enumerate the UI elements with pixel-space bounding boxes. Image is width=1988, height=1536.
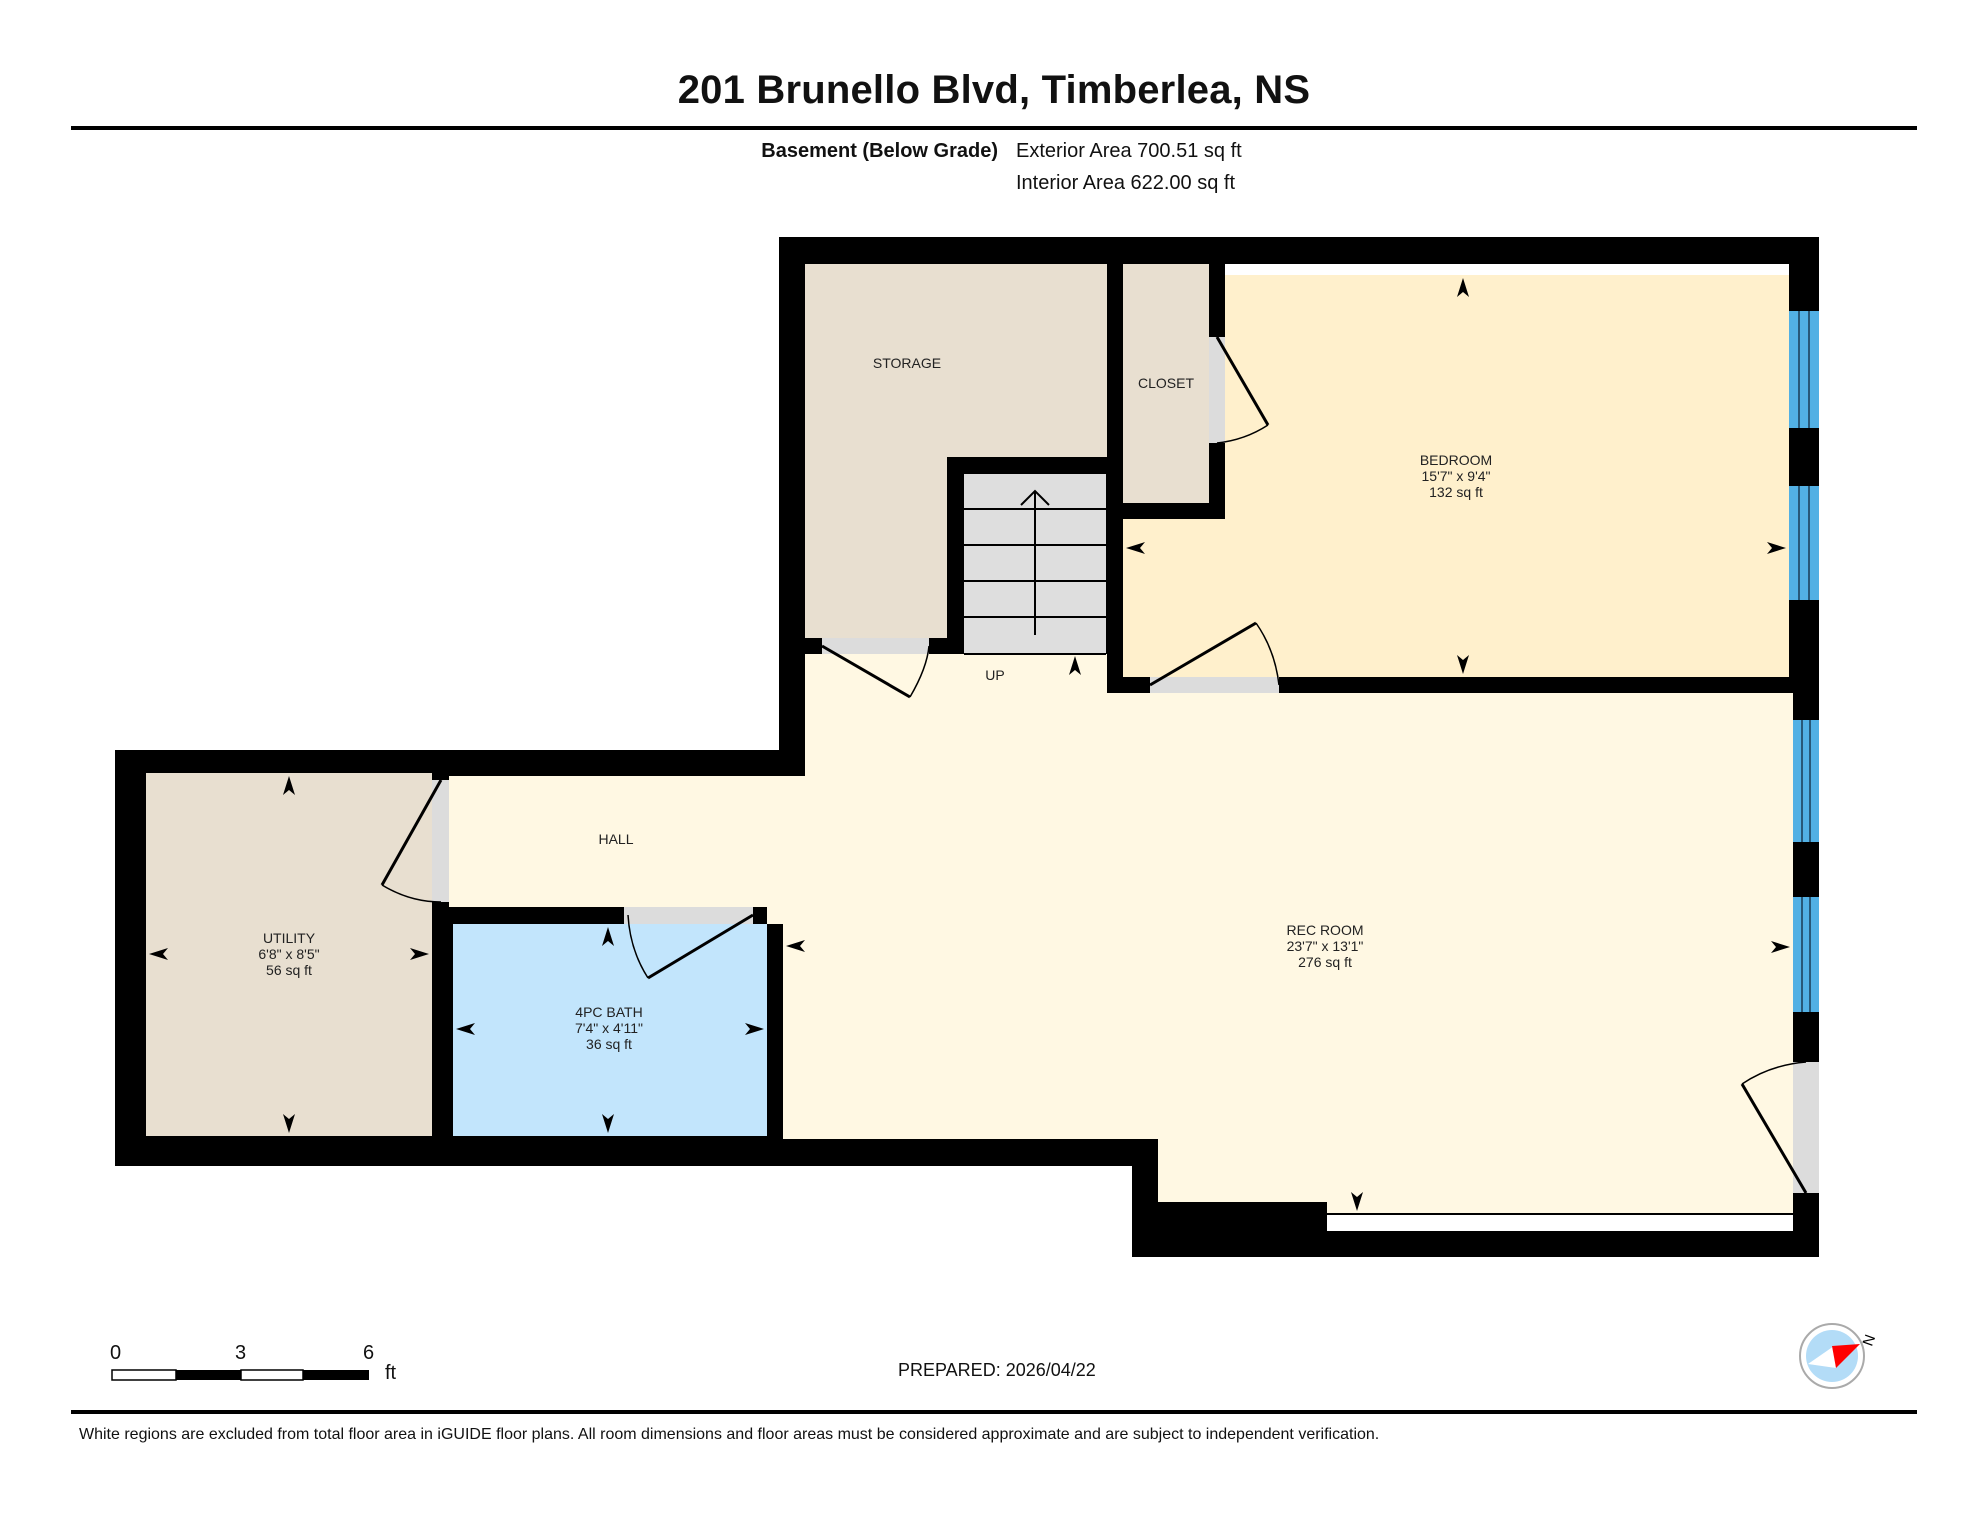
prepared-date-text: PREPARED: 2026/04/22 [898,1360,1096,1380]
room-rec-dimensions: 23'7" x 13'1" [1287,938,1364,954]
floor-label: Basement (Below Grade) [761,140,998,162]
room-fills [146,264,1793,1231]
stairs [964,489,1106,655]
stairs-up-label: UP [985,667,1004,683]
room-bath-dimensions: 7'4" x 4'11" [575,1020,643,1036]
room-utility-fill [146,773,432,1136]
windows [1789,311,1819,1012]
disclaimer: White regions are excluded from total fl… [79,1426,1380,1443]
window-bedroom-2 [1789,486,1819,600]
page-title: 201 Brunello Blvd, Timberlea, NS [677,68,1311,112]
scale-bar [111,1369,369,1381]
room-labels: STORAGE CLOSET BEDROOM 15'7" x 9'4" 132 … [258,355,1492,1052]
north-compass-icon: N [1798,1316,1898,1401]
interior-area: Interior Area 622.00 sq ft [1016,172,1236,194]
room-rec-label: REC ROOM [1287,922,1364,938]
room-bedroom-area: 132 sq ft [1429,484,1483,500]
room-hall-rec-fill [449,654,1793,1214]
room-bath-fill [453,924,767,1136]
footer-divider [71,1410,1917,1414]
room-bedroom-label: BEDROOM [1420,452,1492,468]
window-rec-2 [1793,897,1819,1012]
room-storage-fill [805,264,1107,638]
scale-label-0: 0 [110,1342,122,1364]
window-rec-1 [1793,720,1819,842]
door-openings [432,337,1819,1193]
header-divider [71,126,1917,130]
room-bedroom-fill [1123,275,1789,677]
dimension-markers [149,278,1790,1211]
scale-label-3: 3 [235,1342,247,1364]
scale-label-6: 6 [363,1342,375,1364]
room-rec-area: 276 sq ft [1298,954,1352,970]
room-closet-fill [1123,264,1209,503]
room-bath-area: 36 sq ft [586,1036,632,1052]
room-utility-label: UTILITY [263,930,316,946]
room-bath-label: 4PC BATH [575,1004,642,1020]
exterior-area: Exterior Area 700.51 sq ft [1016,140,1242,162]
room-hall-label: HALL [598,831,633,847]
room-utility-area: 56 sq ft [266,962,312,978]
window-bedroom-1 [1789,311,1819,428]
room-closet-label: CLOSET [1138,375,1194,391]
scale-unit: ft [385,1362,397,1384]
room-bedroom-dimensions: 15'7" x 9'4" [1422,468,1491,484]
door-swings [380,336,1808,1194]
room-utility-dimensions: 6'8" x 8'5" [258,946,319,962]
room-storage-label: STORAGE [873,355,941,371]
